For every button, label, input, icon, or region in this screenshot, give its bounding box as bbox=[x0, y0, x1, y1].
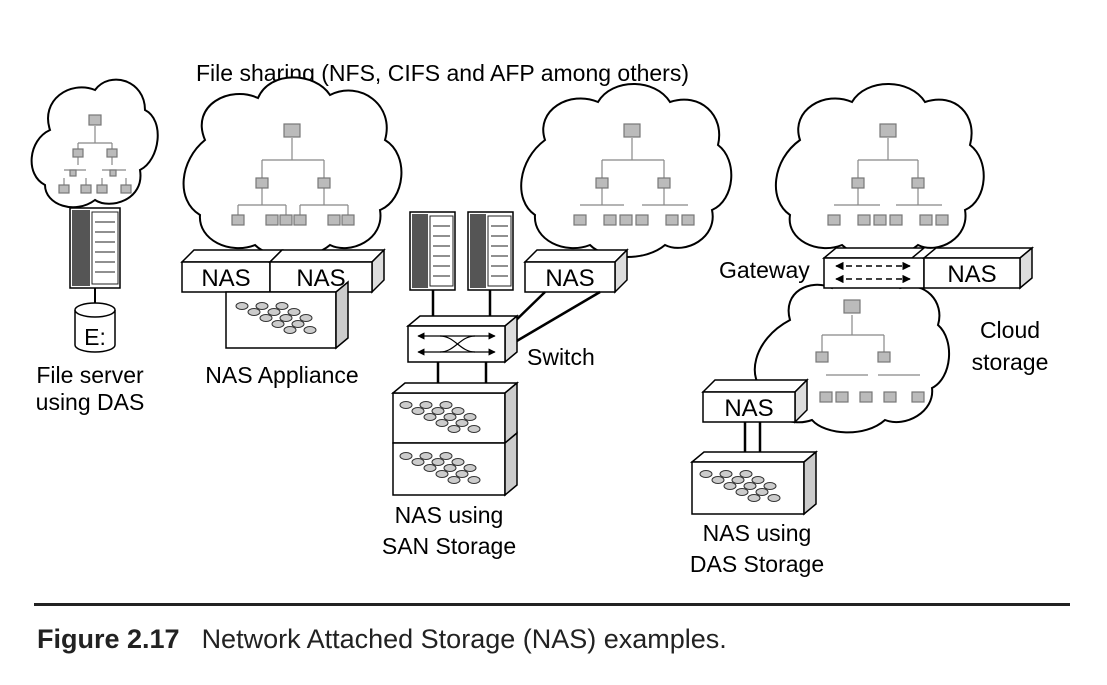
nas-das-unit: NAS bbox=[701, 378, 809, 424]
figure-caption-text: Network Attached Storage (NAS) examples. bbox=[201, 624, 727, 654]
nas-diagram: File sharing (NFS, CIFS and AFP among ot… bbox=[30, 60, 1049, 577]
das-drive-icon bbox=[74, 302, 116, 353]
cloud-storage-label-line1: Cloud bbox=[980, 317, 1040, 343]
tree-nas-appliance bbox=[231, 123, 355, 226]
nas-label: NAS bbox=[724, 395, 773, 422]
cloud-gateway bbox=[774, 83, 985, 258]
nas-label: NAS bbox=[296, 265, 345, 292]
drive-letter-label: E: bbox=[84, 324, 106, 350]
das-storage-array bbox=[689, 450, 819, 516]
nas-san-label-line2: SAN Storage bbox=[382, 533, 516, 559]
tree-gateway bbox=[827, 123, 949, 226]
nas-das-links bbox=[743, 422, 762, 452]
switch-label: Switch bbox=[527, 344, 595, 370]
nas-das-label-line2: DAS Storage bbox=[690, 551, 824, 577]
figure-caption: Figure 2.17 Network Attached Storage (NAS… bbox=[37, 624, 727, 655]
caption-divider bbox=[34, 603, 1070, 606]
gateway-device bbox=[821, 247, 927, 289]
file-server-label-line2: using DAS bbox=[36, 389, 145, 415]
san-server-1 bbox=[409, 211, 456, 291]
nas-switch-unit: NAS bbox=[523, 248, 629, 294]
nas-gateway-unit: NAS bbox=[921, 246, 1035, 290]
file-sharing-title: File sharing (NFS, CIFS and AFP among ot… bbox=[196, 60, 689, 86]
switch-device bbox=[405, 314, 520, 364]
file-server-label-line1: File server bbox=[36, 362, 144, 388]
nas-label: NAS bbox=[201, 265, 250, 292]
nas-san-label-line1: NAS using bbox=[395, 502, 504, 528]
san-storage-array-1 bbox=[390, 381, 520, 445]
nas-appliance-disk-array bbox=[225, 280, 349, 350]
tree-cloud-storage bbox=[815, 299, 925, 403]
san-server-2 bbox=[467, 211, 514, 291]
figure-number: Figure 2.17 bbox=[37, 624, 180, 654]
nas-das-label-line1: NAS using bbox=[703, 520, 812, 546]
nas-appliance-unit-1: NAS bbox=[180, 249, 284, 293]
file-server bbox=[69, 207, 121, 289]
cloud-nas-appliance bbox=[182, 76, 403, 258]
nas-appliance-label: NAS Appliance bbox=[205, 362, 358, 388]
cloud-storage-label-line2: storage bbox=[972, 349, 1049, 375]
gateway-label: Gateway bbox=[719, 257, 810, 283]
tree-file-server bbox=[58, 114, 132, 194]
switch-downlinks bbox=[436, 362, 488, 383]
san-storage-array-2 bbox=[392, 431, 518, 497]
tree-switch-nas bbox=[573, 123, 695, 226]
nas-appliance-unit-2: NAS bbox=[268, 248, 386, 294]
nas-label: NAS bbox=[545, 265, 594, 292]
cloud-switch-nas bbox=[520, 83, 733, 258]
nas-label: NAS bbox=[947, 261, 996, 288]
